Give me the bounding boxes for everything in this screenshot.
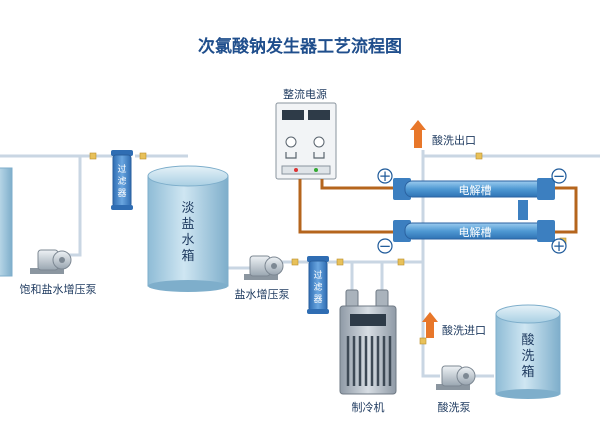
electrolyzer-bottom-label: 电解槽 bbox=[459, 225, 492, 239]
dilute-tank-char-1: 淡 bbox=[181, 201, 194, 216]
dilute-tank-char-2: 盐 bbox=[181, 217, 194, 232]
acid-inlet-arrow bbox=[422, 312, 438, 338]
acid-wash-tank: 酸 洗 箱 bbox=[495, 304, 561, 399]
saturated-brine-pump bbox=[30, 249, 72, 274]
rectifier-knob-left[interactable] bbox=[285, 136, 297, 148]
brine-pump bbox=[244, 255, 284, 280]
cable-series-link bbox=[553, 186, 578, 234]
electrolyzer-bottom: 电解槽 bbox=[393, 220, 555, 242]
acid-pump bbox=[436, 365, 476, 390]
rectifier-display-right bbox=[308, 110, 330, 120]
pipe-acid-inlet bbox=[421, 252, 440, 378]
filter-1-char-2: 滤 bbox=[117, 175, 126, 187]
cable-positive bbox=[298, 179, 395, 234]
valve[interactable] bbox=[419, 337, 427, 345]
minus-sign-bottom-left: − bbox=[379, 237, 392, 255]
cable-negative bbox=[320, 179, 395, 190]
plus-sign-top: + bbox=[379, 167, 392, 185]
rectifier-label: 整流电源 bbox=[283, 87, 327, 101]
pipe-network bbox=[0, 150, 600, 378]
electrolyzer-connector bbox=[518, 200, 528, 220]
acid-outlet-arrow bbox=[410, 120, 426, 148]
valve[interactable] bbox=[336, 258, 344, 266]
filter-2-char-2: 滤 bbox=[313, 281, 322, 293]
diagram-title: 次氯酸钠发生器工艺流程图 bbox=[198, 36, 402, 57]
chiller bbox=[339, 289, 397, 395]
filter-2-char-1: 过 bbox=[313, 269, 322, 281]
filter-2-char-3: 器 bbox=[313, 294, 322, 305]
power-cables bbox=[298, 179, 578, 234]
electrolyzer-top-label: 电解槽 bbox=[459, 183, 492, 197]
filter-1: 过 滤 器 bbox=[111, 150, 133, 210]
rectifier-knob-right[interactable] bbox=[313, 136, 325, 148]
pipe-valves bbox=[89, 152, 567, 345]
acid-pump-label: 酸洗泵 bbox=[438, 400, 471, 414]
rectifier bbox=[275, 102, 337, 180]
chiller-display bbox=[350, 314, 386, 326]
dilute-brine-tank: 淡 盐 水 箱 bbox=[147, 165, 229, 292]
chiller-label: 制冷机 bbox=[352, 400, 385, 414]
saturated-brine-tank bbox=[0, 167, 13, 277]
polarity-signs: + − − + bbox=[377, 167, 567, 255]
valve[interactable] bbox=[139, 152, 147, 160]
acid-tank-char-2: 洗 bbox=[521, 349, 534, 364]
acid-inlet-label: 酸洗进口 bbox=[442, 323, 486, 337]
valve[interactable] bbox=[89, 152, 97, 160]
acid-tank-char-1: 酸 bbox=[521, 333, 534, 348]
saturated-brine-pump-label: 饱和盐水增压泵 bbox=[20, 282, 97, 296]
flow-arrows bbox=[410, 120, 438, 338]
filter-1-char-1: 过 bbox=[117, 163, 126, 175]
filter-1-char-3: 器 bbox=[117, 188, 126, 199]
brine-pump-label: 盐水增压泵 bbox=[235, 287, 290, 301]
valve[interactable] bbox=[475, 152, 483, 160]
dilute-tank-char-3: 水 bbox=[181, 233, 194, 248]
chiller-grille bbox=[346, 336, 392, 386]
dilute-tank-char-4: 箱 bbox=[181, 248, 194, 264]
valve[interactable] bbox=[397, 258, 405, 266]
filter-2: 过 滤 器 bbox=[307, 256, 329, 314]
acid-tank-char-3: 箱 bbox=[521, 364, 534, 380]
valve[interactable] bbox=[291, 258, 299, 266]
minus-sign-top-right: − bbox=[553, 167, 566, 185]
rectifier-display-left bbox=[282, 110, 304, 120]
acid-outlet-label: 酸洗出口 bbox=[432, 133, 476, 147]
pipe-pump-riser bbox=[60, 156, 82, 257]
plus-sign-bottom-right: + bbox=[553, 237, 566, 255]
electrolyzer-top: 电解槽 bbox=[393, 178, 555, 200]
